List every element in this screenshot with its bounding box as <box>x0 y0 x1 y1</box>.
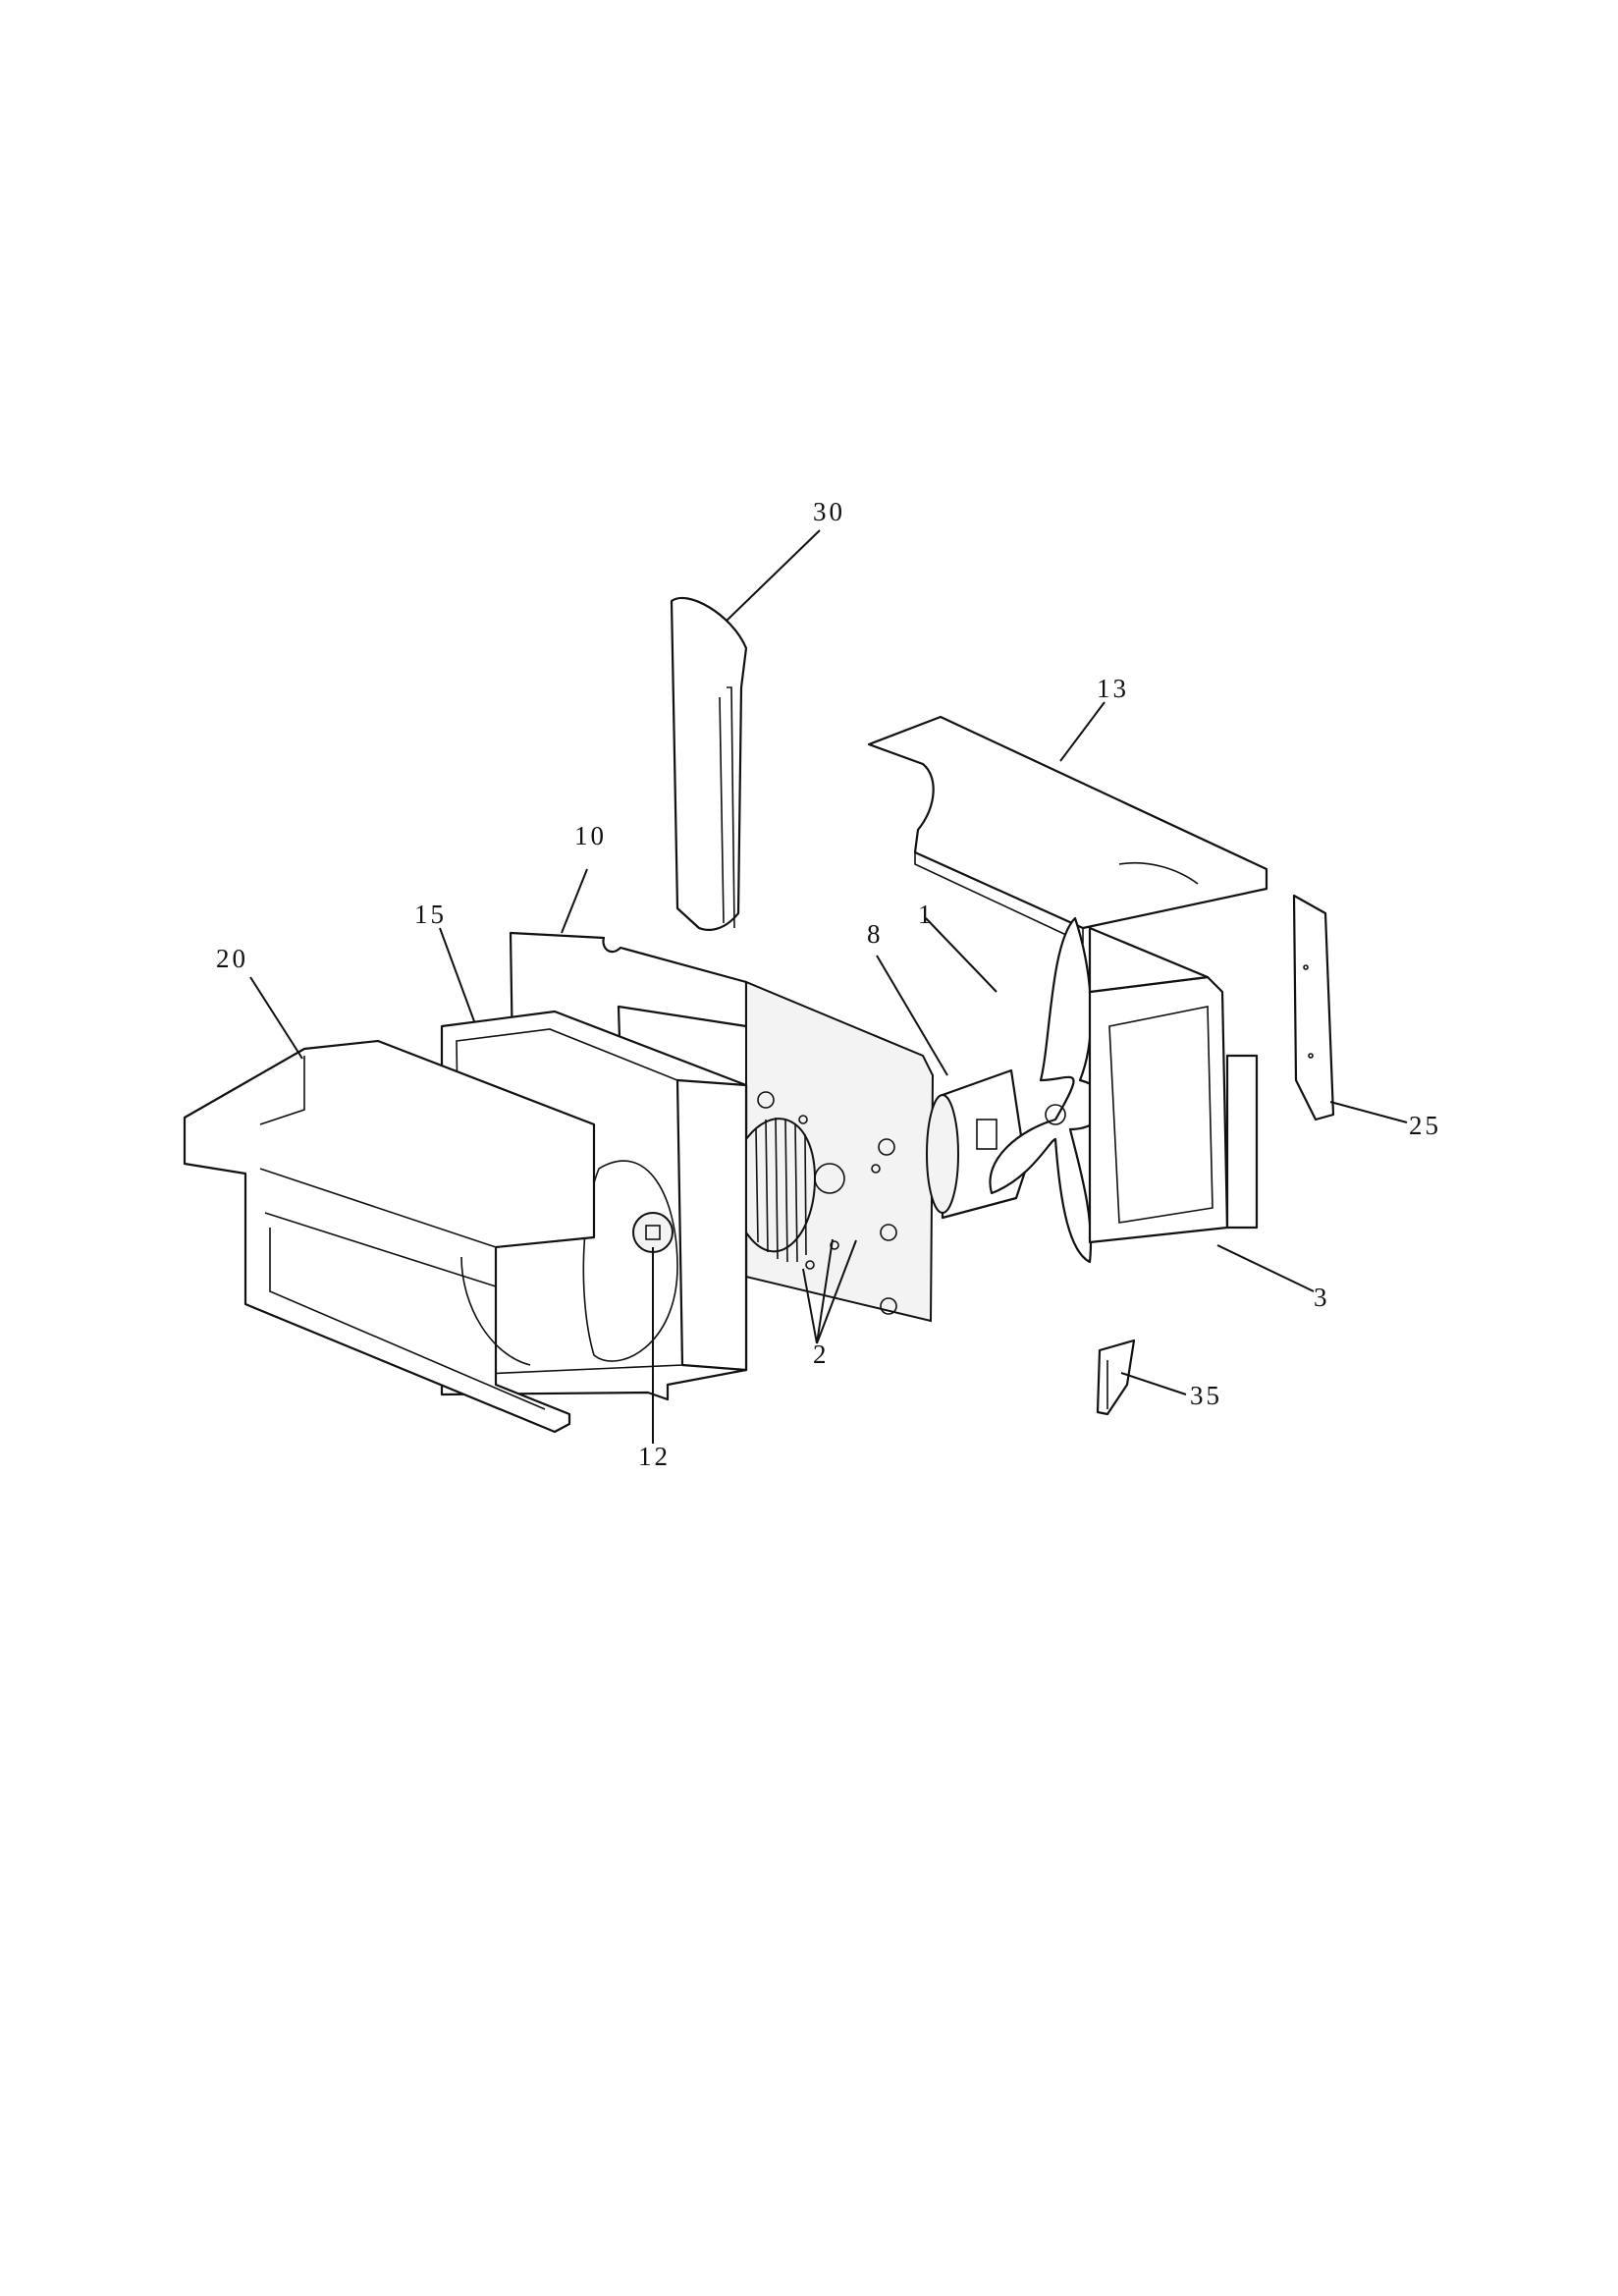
callout-25: 25 <box>1409 1111 1441 1140</box>
leader-3 <box>1216 1244 1315 1292</box>
callout-labels: 30 13 10 15 20 8 1 25 3 2 35 12 <box>216 497 1441 1471</box>
callout-35: 35 <box>1190 1381 1222 1410</box>
leader-13 <box>1059 701 1106 762</box>
callout-12: 12 <box>638 1442 671 1471</box>
leader-8 <box>876 955 948 1076</box>
leader-20 <box>249 976 303 1060</box>
leader-lines <box>249 529 1408 1444</box>
part-30-scroll-duct <box>670 596 748 931</box>
callout-30: 30 <box>813 497 845 526</box>
callout-1: 1 <box>918 900 935 929</box>
callout-10: 10 <box>574 821 607 850</box>
part-25-side-strip <box>1292 894 1335 1121</box>
part-3-coil-frame <box>1088 926 1259 1244</box>
part-blower-wheel <box>745 1117 817 1263</box>
part-13-top-cover <box>867 715 1268 945</box>
callout-3: 3 <box>1314 1283 1330 1312</box>
leader-35 <box>1120 1372 1187 1395</box>
callout-2: 2 <box>813 1339 830 1369</box>
leader-25 <box>1329 1101 1408 1123</box>
leader-15 <box>439 927 475 1022</box>
callout-20: 20 <box>216 944 248 973</box>
leader-30 <box>726 529 821 622</box>
part-35-bracket <box>1096 1339 1136 1416</box>
leader-10 <box>561 868 588 934</box>
leader-1 <box>925 917 998 993</box>
part-2-screws <box>798 1115 881 1270</box>
callout-8: 8 <box>867 919 884 949</box>
callout-13: 13 <box>1097 674 1129 703</box>
callout-15: 15 <box>414 900 447 929</box>
part-20-front-frame <box>183 1039 596 1434</box>
leader-2 <box>802 1238 857 1344</box>
